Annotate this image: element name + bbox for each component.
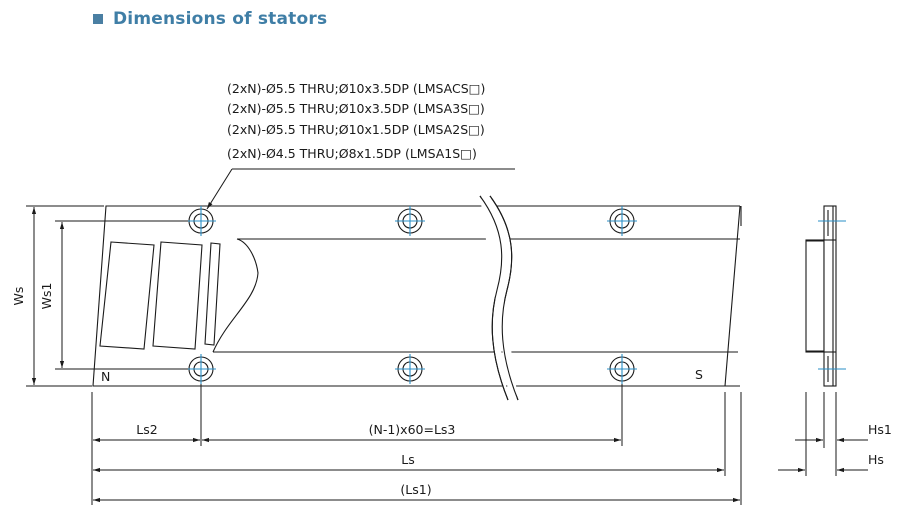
dim-ls1-label: (Ls1) xyxy=(400,482,431,497)
dim-hs xyxy=(778,392,868,476)
dim-hs1 xyxy=(795,392,868,476)
hole-bottom-2 xyxy=(395,354,425,384)
dim-ls-label: Ls xyxy=(401,452,414,467)
hole-callout-leader xyxy=(206,168,515,210)
dim-hs-label: Hs xyxy=(868,452,884,467)
dim-hs1-label: Hs1 xyxy=(868,422,892,437)
pole-label-south: S xyxy=(695,367,703,382)
hole-top-2 xyxy=(395,206,425,236)
dim-ls3-label: (N-1)x60=Ls3 xyxy=(369,422,456,437)
dim-ws xyxy=(26,205,104,387)
hole-bottom-3 xyxy=(607,354,637,384)
dim-ws-label: Ws xyxy=(11,287,26,306)
hole-note-4: (2xN)-Ø4.5 THRU;Ø8x1.5DP (LMSA1S□) xyxy=(227,146,477,161)
hole-top-3 xyxy=(607,206,637,236)
hole-note-3: (2xN)-Ø5.5 THRU;Ø10x1.5DP (LMSA2S□) xyxy=(227,122,485,137)
break-lines xyxy=(479,195,519,401)
dim-ws1 xyxy=(55,220,188,370)
dim-extension-lines xyxy=(91,384,742,505)
magnets xyxy=(99,238,259,353)
pole-label-north: N xyxy=(101,369,110,384)
section-heading: Dimensions of stators xyxy=(93,9,327,29)
hole-note-2: (2xN)-Ø5.5 THRU;Ø10x3.5DP (LMSA3S□) xyxy=(227,101,485,116)
dim-ws1-label: Ws1 xyxy=(39,283,54,310)
hole-note-1: (2xN)-Ø5.5 THRU;Ø10x3.5DP (LMSACS□) xyxy=(227,81,485,96)
bullet-square-icon xyxy=(93,14,103,24)
mounting-holes xyxy=(186,206,637,384)
dim-ls2-label: Ls2 xyxy=(136,422,157,437)
hole-top-1 xyxy=(186,206,216,236)
stator-side-view xyxy=(805,205,846,387)
section-title: Dimensions of stators xyxy=(113,9,328,29)
hole-bottom-1 xyxy=(186,354,216,384)
